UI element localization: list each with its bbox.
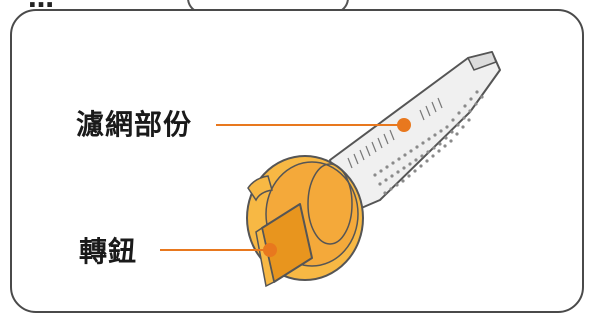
knob-callout-dot bbox=[263, 243, 277, 257]
knob-label: 轉鈕 bbox=[79, 235, 138, 268]
filter-mesh-part bbox=[329, 51, 501, 216]
callout-lines bbox=[160, 118, 411, 257]
filter-label: 濾網部份 bbox=[76, 108, 193, 141]
knob-part bbox=[246, 155, 364, 288]
filter-callout-dot bbox=[397, 118, 411, 132]
